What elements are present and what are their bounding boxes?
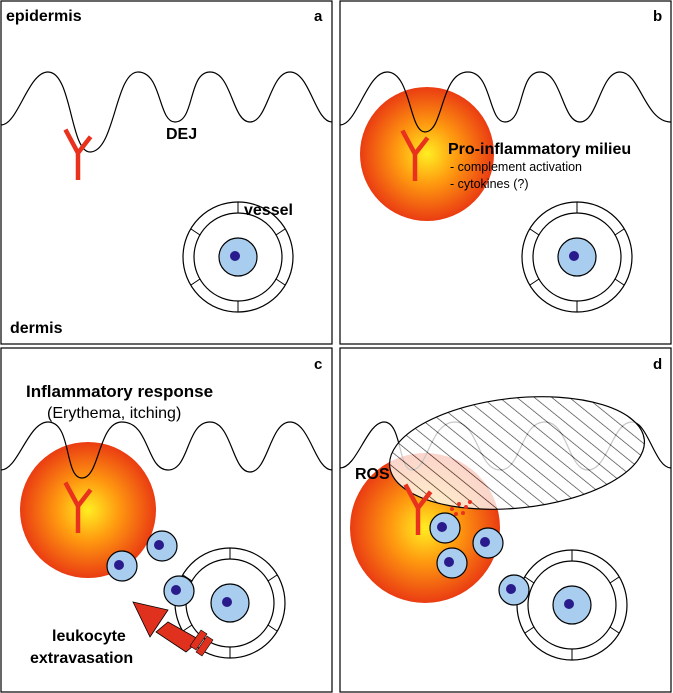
panel-letter: a — [314, 8, 323, 25]
inflammation-zone — [360, 87, 494, 221]
vessel-icon — [521, 201, 633, 313]
panel-a: a epidermis DEJ vessel dermis — [0, 0, 333, 345]
dej-membrane-line — [339, 71, 672, 133]
dermis-label: dermis — [10, 320, 63, 337]
leukocyte-label-line2: extravasation — [30, 650, 133, 667]
vessel-label: vessel — [244, 202, 293, 219]
inflammation-zone — [20, 442, 156, 578]
leukocyte-icon — [436, 547, 468, 579]
arrow-icon — [132, 601, 214, 657]
leukocyte-icon — [163, 575, 195, 607]
dej-label: DEJ — [166, 126, 197, 143]
dej-membrane-line — [0, 71, 333, 153]
milieu-item-complement: - complement activation — [450, 160, 582, 174]
vessel-icon — [516, 549, 628, 661]
panel-b: b Pro-inflammatory milieu - complement a… — [339, 0, 672, 345]
leukocyte-icon — [429, 512, 461, 544]
tissue-damage-zone — [388, 396, 646, 510]
leukocyte-icon — [146, 530, 178, 562]
panel-letter: d — [653, 356, 662, 373]
ros-particles — [450, 500, 472, 516]
panel-d: d ROS — [339, 347, 672, 693]
response-title: Inflammatory response — [26, 382, 213, 401]
panel-c: c Inflammatory response (Erythema, itchi… — [0, 347, 333, 693]
leukocyte-icon — [498, 574, 530, 606]
panel-letter: b — [653, 8, 662, 25]
epidermis-label: epidermis — [6, 8, 82, 25]
ros-label: ROS — [355, 466, 390, 483]
milieu-item-cytokines: - cytokines (?) — [450, 177, 529, 191]
milieu-title: Pro-inflammatory milieu — [448, 141, 631, 158]
leukocyte-label-line1: leukocyte — [52, 628, 126, 645]
response-subtitle: (Erythema, itching) — [47, 405, 181, 422]
panel-letter: c — [314, 356, 322, 373]
leukocyte-icon — [106, 550, 138, 582]
dej-membrane-line — [0, 421, 333, 479]
leukocyte-icon — [472, 527, 504, 559]
